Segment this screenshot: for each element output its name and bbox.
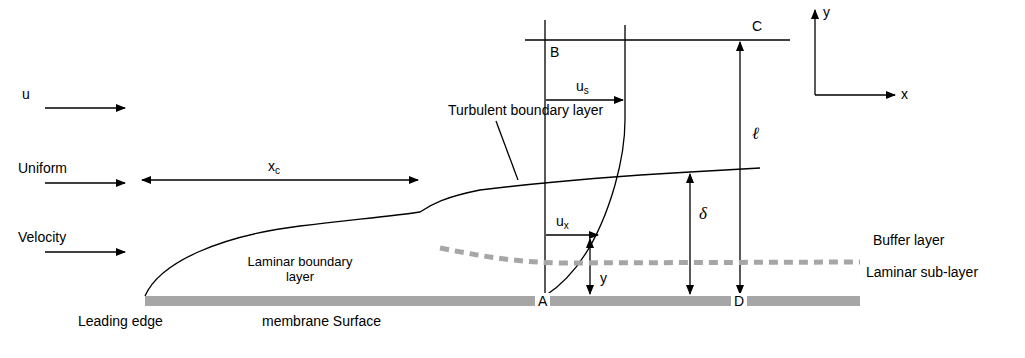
velocity-profile: [545, 25, 625, 296]
leader-line: [496, 121, 518, 180]
boundary-layer-edge: [145, 168, 760, 296]
layer-label: Buffer layer: [873, 232, 944, 248]
point-label: D: [731, 293, 747, 309]
velocity-label: u: [22, 86, 30, 102]
velocity-label: us: [576, 78, 589, 94]
dimension-label: xc: [268, 158, 280, 174]
length-label: ℓ: [752, 126, 759, 142]
axis-label: y: [823, 4, 830, 20]
flow-label: Velocity: [18, 229, 66, 245]
x-axis: [815, 94, 895, 95]
velocity-arrow: [45, 251, 125, 252]
part-label: Leading edge: [78, 313, 163, 329]
line-ab: [544, 20, 545, 296]
point-label: B: [550, 44, 559, 60]
part-label: membrane Surface: [262, 313, 381, 329]
point-label: C: [752, 18, 762, 34]
us-arrow: [546, 99, 623, 100]
dimension-label: y: [600, 270, 607, 286]
region-label: Turbulent boundary layer: [448, 102, 603, 118]
ux-arrow: [546, 234, 598, 235]
point-label: A: [535, 293, 550, 309]
y-dimension: [589, 239, 590, 294]
delta-dimension: [689, 174, 690, 294]
thickness-label: δ: [699, 206, 707, 222]
layer-label: Laminar sub-layer: [866, 264, 978, 280]
flow-label: Uniform: [18, 160, 67, 176]
buffer-layer-line: [440, 248, 860, 263]
y-axis: [814, 10, 815, 95]
l-dimension: [739, 42, 740, 294]
velocity-arrow: [45, 107, 125, 108]
line-bc: [525, 39, 790, 40]
membrane-surface: [145, 296, 860, 306]
xc-dimension: [142, 179, 418, 180]
velocity-arrow: [45, 182, 125, 183]
axis-label: x: [901, 86, 908, 102]
velocity-label: ux: [556, 213, 569, 229]
region-label: Laminar boundary layer: [240, 254, 360, 284]
